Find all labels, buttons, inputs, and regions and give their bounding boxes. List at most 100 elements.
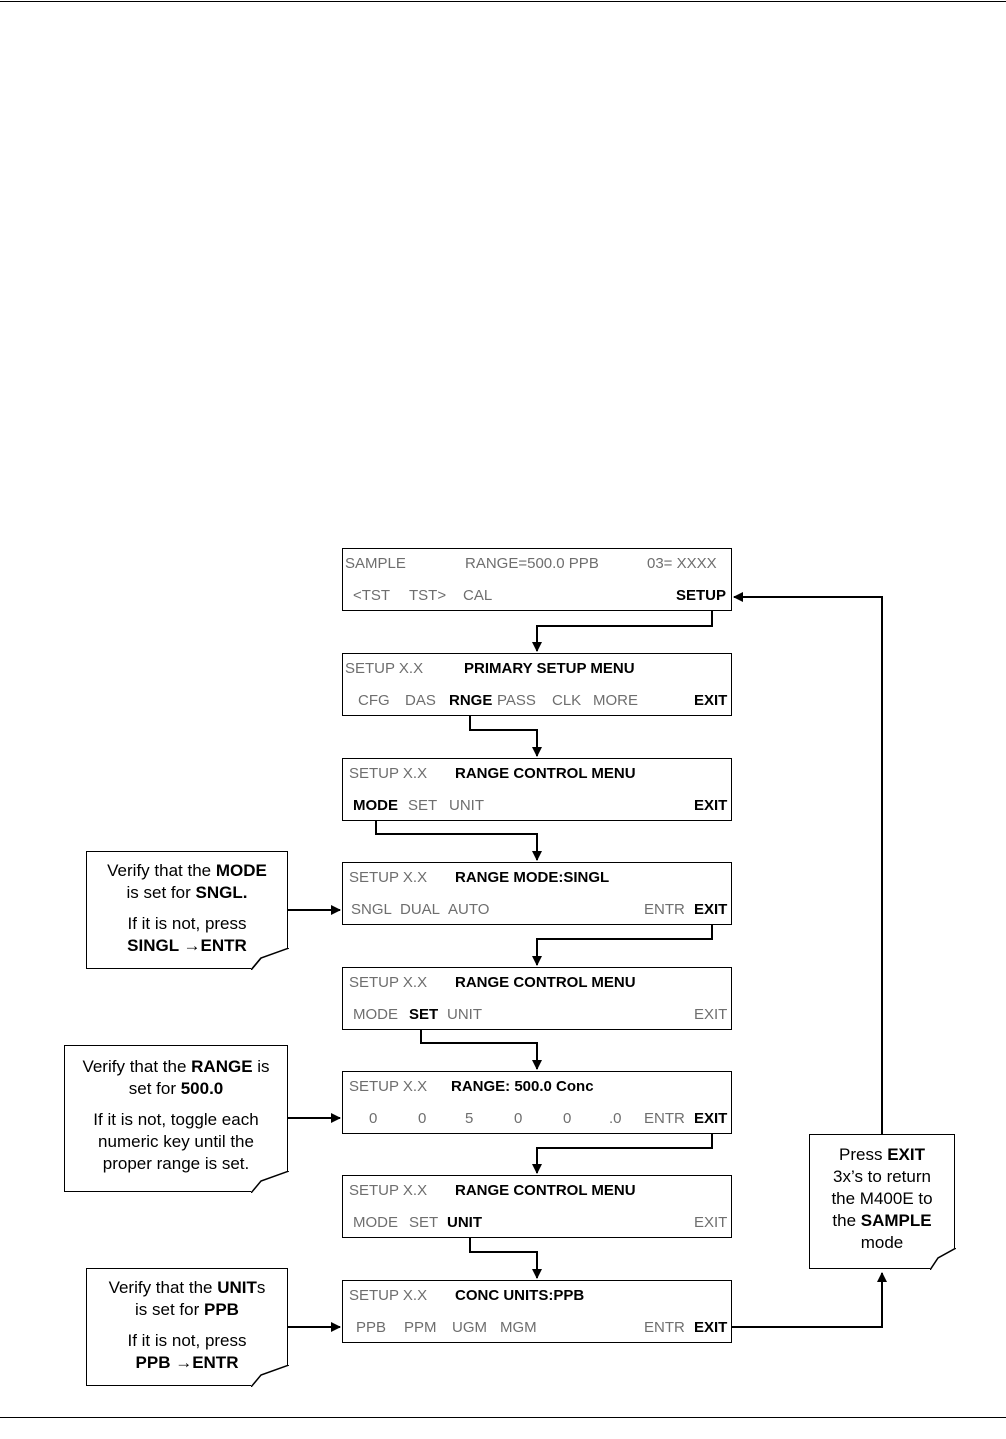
key-exit[interactable]: EXIT bbox=[694, 692, 728, 709]
screen-mode-label: SETUP X.X bbox=[349, 1287, 428, 1304]
note-text: is set for bbox=[126, 883, 196, 902]
screen-concentration: 03= XXXX bbox=[647, 555, 717, 572]
note-line: PPB →ENTR bbox=[87, 1352, 287, 1374]
note-keyword: MODE bbox=[215, 861, 267, 880]
screen-mode-label: SAMPLE bbox=[345, 555, 406, 572]
note-line: the SAMPLE bbox=[810, 1210, 954, 1232]
screen-range-control-2: SETUP X.X RANGE CONTROL MENU MODE SET UN… bbox=[342, 967, 732, 1030]
key-entr[interactable]: ENTR bbox=[644, 901, 685, 918]
header-rule bbox=[0, 1, 1006, 2]
note-text: set for bbox=[128, 1079, 181, 1098]
key-unit[interactable]: UNIT bbox=[449, 797, 484, 814]
key-exit[interactable]: EXIT bbox=[694, 1319, 728, 1336]
arrow-setup-to-primary bbox=[532, 610, 713, 652]
key-mode[interactable]: MODE bbox=[353, 797, 398, 814]
key-mode[interactable]: MODE bbox=[353, 1006, 398, 1023]
key-unit[interactable]: UNIT bbox=[447, 1006, 482, 1023]
note-verify-units: Verify that the UNITs is set for PPB If … bbox=[86, 1268, 289, 1387]
key-unit[interactable]: UNIT bbox=[447, 1214, 482, 1231]
note-line: SINGL →ENTR bbox=[87, 935, 287, 957]
arrow-exit-to-note bbox=[730, 1272, 887, 1328]
screen-title: RANGE CONTROL MENU bbox=[455, 765, 636, 782]
key-entr[interactable]: ENTR bbox=[644, 1110, 685, 1127]
note-line: If it is not, press bbox=[87, 1330, 287, 1352]
key-digit-4[interactable]: 0 bbox=[514, 1110, 523, 1127]
key-exit[interactable]: EXIT bbox=[694, 797, 728, 814]
key-exit[interactable]: EXIT bbox=[694, 1006, 728, 1023]
key-cal[interactable]: CAL bbox=[463, 587, 493, 604]
arrow-exit-to-range-control-2 bbox=[532, 1130, 713, 1174]
note-keyword: UNIT bbox=[217, 1278, 257, 1297]
key-pass[interactable]: PASS bbox=[497, 692, 536, 709]
screen-mode-label: SETUP X.X bbox=[349, 765, 428, 782]
key-exit[interactable]: EXIT bbox=[694, 1110, 728, 1127]
screen-mode-label: SETUP X.X bbox=[349, 1182, 428, 1199]
note-keyword: EXIT bbox=[887, 1145, 925, 1164]
note-line: is set for SNGL. bbox=[126, 883, 248, 902]
note-text: Verify that the bbox=[107, 861, 216, 880]
key-exit[interactable]: EXIT bbox=[694, 1214, 728, 1231]
key-digit-1[interactable]: 0 bbox=[369, 1110, 378, 1127]
key-cfg[interactable]: CFG bbox=[358, 692, 390, 709]
note-line: 3x’s to return bbox=[810, 1166, 954, 1188]
note-verify-mode: Verify that the MODE is set for SNGL. If… bbox=[86, 851, 289, 970]
key-ppm[interactable]: PPM bbox=[404, 1319, 437, 1336]
note-text: numeric key until the bbox=[98, 1132, 254, 1151]
screen-title: RANGE CONTROL MENU bbox=[455, 974, 636, 991]
key-sngl[interactable]: SNGL bbox=[351, 901, 392, 918]
key-tst-prev[interactable]: <TST bbox=[353, 587, 391, 604]
key-set[interactable]: SET bbox=[408, 797, 438, 814]
key-setup[interactable]: SETUP bbox=[676, 587, 727, 604]
arrow-unit-to-conc-units bbox=[469, 1234, 542, 1279]
key-digit-3[interactable]: 5 bbox=[465, 1110, 474, 1127]
key-tst-next[interactable]: TST> bbox=[409, 587, 447, 604]
key-ugm[interactable]: UGM bbox=[452, 1319, 487, 1336]
footer-rule bbox=[0, 1417, 1006, 1418]
key-exit[interactable]: EXIT bbox=[694, 901, 728, 918]
key-mode[interactable]: MODE bbox=[353, 1214, 398, 1231]
key-digit-6[interactable]: .0 bbox=[609, 1110, 622, 1127]
screen-sample: SAMPLE RANGE=500.0 PPB 03= XXXX <TST TST… bbox=[342, 548, 732, 611]
key-das[interactable]: DAS bbox=[405, 692, 436, 709]
note-text: 3x’s to return bbox=[833, 1167, 931, 1186]
note-verify-range: Verify that the RANGE is set for 500.0 I… bbox=[64, 1045, 289, 1193]
note-text: Verify that the bbox=[108, 1278, 218, 1297]
note-keyword: SNGL bbox=[195, 883, 243, 902]
screen-mode-label: SETUP X.X bbox=[349, 1078, 428, 1095]
note-text: Verify that the bbox=[82, 1057, 192, 1076]
screen-mode-label: SETUP X.X bbox=[349, 869, 428, 886]
screen-title: PRIMARY SETUP MENU bbox=[464, 660, 635, 677]
screen-mode-label: SETUP X.X bbox=[345, 660, 424, 677]
key-digit-5[interactable]: 0 bbox=[563, 1110, 572, 1127]
screen-title: RANGE: 500.0 Conc bbox=[451, 1078, 594, 1095]
note-text: proper range is set. bbox=[102, 1154, 250, 1173]
note-text: If it is not, toggle each bbox=[93, 1110, 259, 1129]
note-line: If it is not, toggle each bbox=[65, 1109, 287, 1131]
key-ppb[interactable]: PPB bbox=[356, 1319, 387, 1336]
page-fold-icon bbox=[930, 1248, 956, 1270]
key-more[interactable]: MORE bbox=[593, 692, 638, 709]
key-rnge[interactable]: RNGE bbox=[449, 692, 493, 709]
note-line: proper range is set. bbox=[65, 1153, 287, 1175]
note-line: Verify that the UNITs bbox=[87, 1277, 287, 1299]
note-line: mode bbox=[810, 1232, 954, 1254]
key-auto[interactable]: AUTO bbox=[448, 901, 490, 918]
note-line: is set for PPB bbox=[87, 1299, 287, 1321]
note-keyword: RANGE bbox=[191, 1057, 253, 1076]
key-set[interactable]: SET bbox=[409, 1214, 439, 1231]
key-digit-2[interactable]: 0 bbox=[418, 1110, 427, 1127]
key-mgm[interactable]: MGM bbox=[500, 1319, 537, 1336]
page-fold-icon bbox=[251, 948, 289, 970]
arrow-set-to-range-value bbox=[420, 1025, 542, 1070]
screen-primary-setup: SETUP X.X PRIMARY SETUP MENU CFG DAS RNG… bbox=[342, 653, 732, 716]
note-text: is bbox=[252, 1057, 270, 1076]
key-set[interactable]: SET bbox=[409, 1006, 439, 1023]
note-text: the M400E to bbox=[831, 1189, 933, 1208]
note-keyword: 500.0 bbox=[180, 1079, 224, 1098]
key-dual[interactable]: DUAL bbox=[400, 901, 441, 918]
key-entr[interactable]: ENTR bbox=[644, 1319, 685, 1336]
arrow-mode-to-range-mode bbox=[375, 816, 542, 861]
note-line: set for 500.0 bbox=[65, 1078, 287, 1100]
key-clk[interactable]: CLK bbox=[552, 692, 582, 709]
screen-range-value: SETUP X.X RANGE: 500.0 Conc 0 0 5 0 0 .0… bbox=[342, 1071, 732, 1134]
